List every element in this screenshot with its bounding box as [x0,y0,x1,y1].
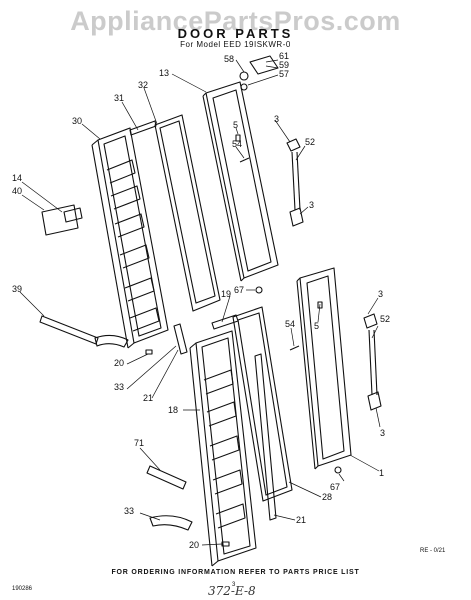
diagram-title: DOOR PARTS [177,26,294,41]
document-code: 190286 [12,586,33,592]
label-28: 28 [322,492,332,502]
label-19: 19 [221,289,231,299]
label-13: 13 [159,68,169,78]
label-57: 57 [279,69,289,79]
label-5-lower: 5 [314,321,319,331]
upper-breaker-strip [129,120,157,136]
label-3-lower-bottom: 3 [380,428,385,438]
watermark-text: AppliancePartsPros.com [70,6,401,36]
label-20-lower: 20 [189,540,199,550]
lower-breaker-strip [211,314,239,330]
label-58: 58 [224,54,234,64]
lower-hinge-rod [363,313,382,411]
lower-door-handle [149,515,193,531]
label-30: 30 [72,116,82,126]
upper-handle-trim [41,204,83,236]
label-3-upper-bottom: 3 [309,200,314,210]
label-52-lower: 52 [380,314,390,324]
label-3-upper-top: 3 [274,114,279,124]
label-32: 32 [138,80,148,90]
lower-fasteners [145,301,342,547]
page-number: 3 [232,582,236,588]
lower-door-frame [296,267,352,470]
handwritten-note: 372-E-8 [208,584,256,598]
ordering-footer: FOR ORDERING INFORMATION REFER TO PARTS … [111,569,360,576]
upper-door-gasket [154,114,221,312]
label-14: 14 [12,173,22,183]
label-3-lower-top: 3 [378,289,383,299]
label-1: 1 [379,468,384,478]
label-33-upper: 33 [114,382,124,392]
label-71: 71 [134,438,144,448]
label-54-upper: 54 [232,139,242,149]
leader-lines [19,59,381,546]
lower-door-gasket [232,306,293,502]
label-39: 39 [12,284,22,294]
part-labels: 13 32 31 30 14 40 39 58 61 59 57 5 54 3 … [12,51,390,550]
upper-fasteners [235,134,263,294]
revision-code: RE - 0/21 [420,548,446,554]
diagram-subtitle: For Model EED 19ISKWR-0 [180,40,291,49]
label-21-lower: 21 [296,515,306,525]
lower-door-strip [173,323,277,521]
label-59: 59 [279,60,289,70]
label-67-upper: 67 [234,285,244,295]
upper-inner-door-liner [91,127,169,349]
label-54-lower: 54 [285,319,295,329]
label-67-lower: 67 [330,482,340,492]
label-20-upper: 20 [114,358,124,368]
label-52-upper: 52 [305,137,315,147]
label-5-upper: 5 [233,120,238,130]
label-40: 40 [12,186,22,196]
lower-inner-door-liner [189,330,257,567]
upper-hinge-rod [286,138,304,227]
label-61: 61 [279,51,289,61]
shelf-retainer-bar [146,465,187,490]
upper-door-frame [202,81,279,282]
label-33-lower: 33 [124,506,134,516]
label-18: 18 [168,405,178,415]
label-21-upper: 21 [143,393,153,403]
lower-handle-strip [39,315,129,348]
label-31: 31 [114,93,124,103]
